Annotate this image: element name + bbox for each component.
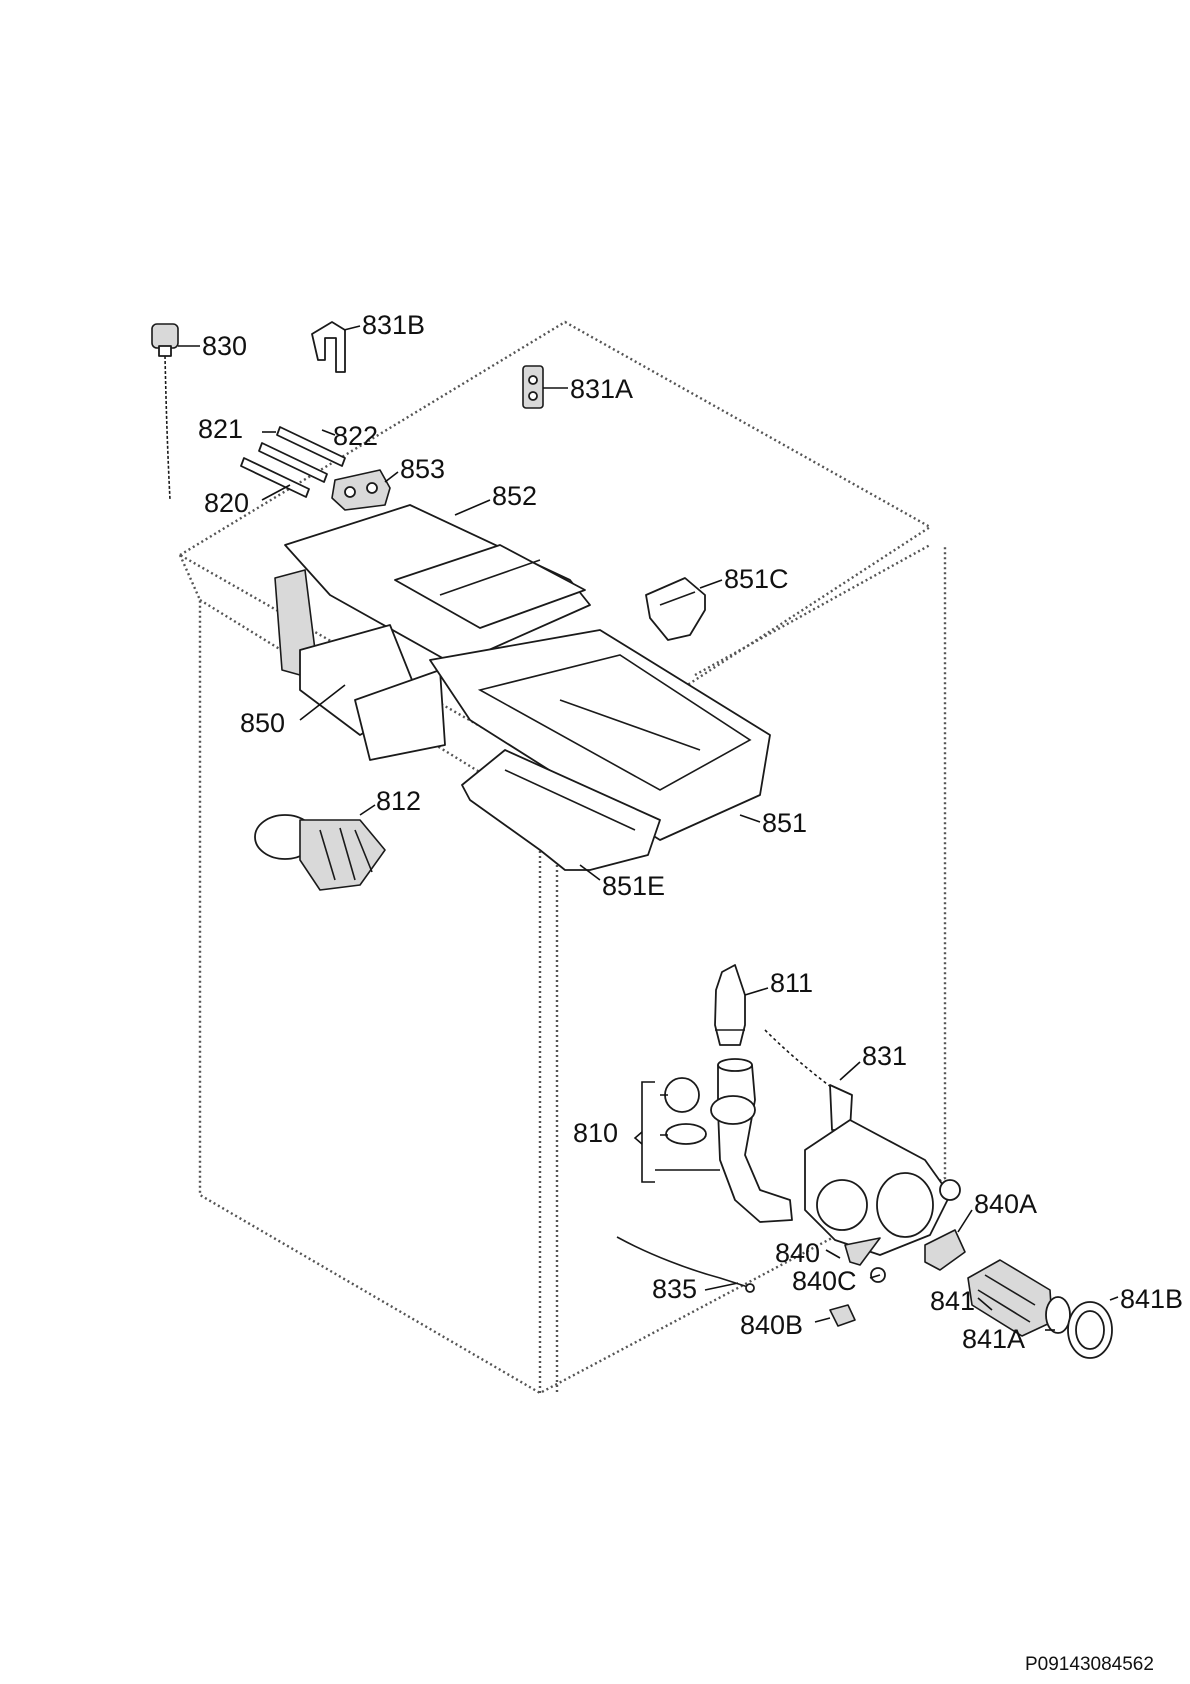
label-840b: 840B [740,1310,803,1340]
part-851e-siphon[interactable] [461,749,661,871]
part-840a-cover[interactable] [924,1229,966,1271]
label-821: 821 [198,414,243,444]
document-id: P09143084562 [1025,1654,1154,1675]
part-840b-clip[interactable] [829,1304,856,1327]
part-labels: 830 831B 831A 821 822 820 853 852 851C 8… [198,310,1183,1354]
label-812: 812 [376,786,421,816]
label-831a: 831A [570,374,633,404]
part-841b-cap[interactable] [1067,1301,1113,1359]
part-810-valve-kit[interactable] [664,1058,793,1223]
label-830: 830 [202,331,247,361]
label-835: 835 [652,1274,697,1304]
part-851-drawer[interactable] [429,629,771,841]
label-851: 851 [762,808,807,838]
part-841a-seal[interactable] [1045,1296,1071,1334]
label-822: 822 [333,421,378,451]
label-831: 831 [862,1041,907,1071]
label-840a: 840A [974,1189,1037,1219]
part-850-852-dispenser-housing[interactable] [274,504,591,761]
part-820-821-822-rods[interactable] [240,426,346,498]
label-841: 841 [930,1286,975,1316]
part-853-valve[interactable] [331,469,391,511]
leader-lines [178,325,1119,1331]
label-811: 811 [770,968,813,998]
part-831a-bracket[interactable] [522,365,544,409]
part-811-connector[interactable] [714,964,746,1046]
label-841b: 841B [1120,1284,1183,1314]
bracket-810 [633,1081,720,1183]
label-852: 852 [492,481,537,511]
label-851e: 851E [602,871,665,901]
part-830-inlet-hose[interactable] [151,323,179,501]
label-841a: 841A [962,1324,1025,1354]
part-831-drain-hose[interactable] [764,1029,853,1131]
label-810: 810 [573,1118,618,1148]
label-840c: 840C [792,1266,857,1296]
part-840-pump-housing[interactable] [804,1119,961,1266]
label-840: 840 [775,1238,820,1268]
part-831b-clip[interactable] [311,321,346,373]
label-820: 820 [204,488,249,518]
label-850: 850 [240,708,285,738]
label-831b: 831B [362,310,425,340]
part-851c-handle[interactable] [645,577,706,641]
label-851c: 851C [724,564,789,594]
part-812-bellows[interactable] [254,814,386,891]
label-853: 853 [400,454,445,484]
part-835-wire[interactable] [616,1236,755,1293]
